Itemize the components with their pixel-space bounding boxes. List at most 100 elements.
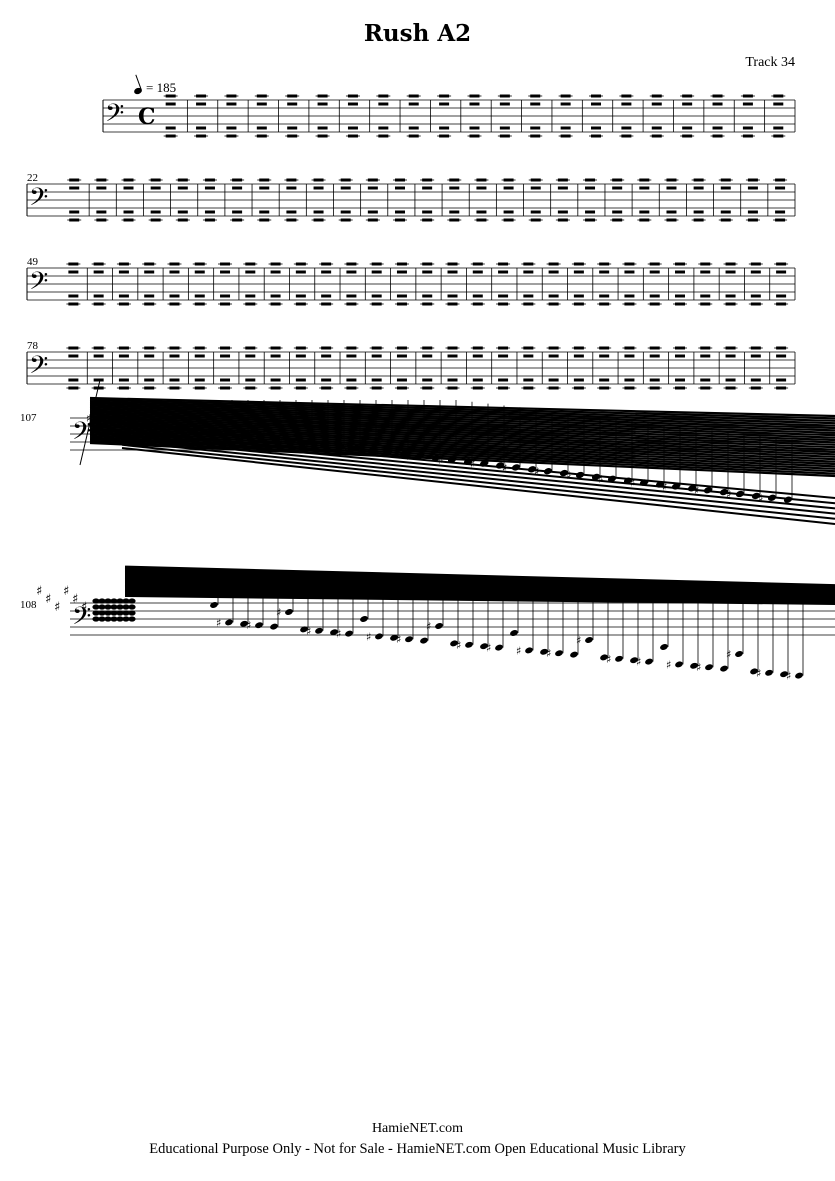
chord-mark	[165, 102, 176, 106]
chord-mark	[93, 294, 104, 298]
chord-note-head	[110, 604, 118, 610]
note-head	[95, 414, 105, 422]
measure-number-49: 49	[27, 256, 38, 268]
chord-mark	[245, 378, 256, 382]
chord-mark	[150, 210, 161, 214]
sharp-icon: ♯	[396, 633, 401, 646]
sharp-icon: ♯	[758, 492, 763, 505]
chord-mark	[776, 354, 787, 358]
chord-mark	[232, 210, 243, 214]
sharp-icon: ♯	[486, 642, 491, 655]
chord-mark	[245, 270, 256, 274]
chord-note-head	[116, 610, 124, 616]
sharp-icon: ♯	[81, 600, 87, 615]
chord-mark	[523, 270, 534, 274]
chord-mark	[295, 354, 306, 358]
note-beam	[89, 422, 835, 451]
chord-mark	[245, 294, 256, 298]
chord-mark	[523, 378, 534, 382]
chord-mark	[371, 378, 382, 382]
note-head	[735, 490, 745, 498]
chord-mark	[169, 354, 180, 358]
sharp-icon: ♯	[246, 619, 251, 632]
note-head	[303, 439, 313, 446]
chord-mark	[194, 354, 205, 358]
chord-mark	[449, 210, 460, 214]
chord-mark	[621, 102, 632, 106]
tie-slur	[517, 583, 579, 594]
chord-mark	[747, 210, 758, 214]
chord-mark	[422, 186, 433, 190]
chord-mark	[194, 294, 205, 298]
chord-mark	[204, 210, 215, 214]
chord-mark	[396, 294, 407, 298]
chord-mark	[321, 270, 332, 274]
tie-slur	[405, 583, 467, 594]
chord-mark	[548, 378, 559, 382]
sharp-icon: ♯	[278, 435, 283, 448]
chord-mark	[317, 102, 328, 106]
simple-staff-systems: 𝄢C𝄢𝄢𝄢	[26, 94, 796, 390]
chord-mark	[585, 210, 596, 214]
measure-number-22: 22	[27, 172, 38, 184]
sharp-icon: ♯	[306, 625, 311, 638]
sharp-icon: ♯	[662, 480, 667, 493]
chord-mark	[530, 210, 541, 214]
tempo-marking: = 185	[133, 80, 176, 96]
note-head	[225, 619, 233, 626]
bass-clef-icon: 𝄢	[29, 183, 48, 218]
chord-note-head	[104, 604, 112, 610]
note-head	[525, 647, 533, 654]
note-head	[240, 620, 248, 627]
chord-mark	[422, 294, 433, 298]
chord-mark	[123, 210, 134, 214]
chord-mark	[548, 270, 559, 274]
note-head	[351, 445, 361, 452]
chord-mark	[476, 186, 487, 190]
sharp-icon: ♯	[694, 484, 699, 497]
chord-mark	[773, 126, 784, 130]
note-head	[415, 452, 425, 460]
chord-mark	[346, 294, 357, 298]
chord-note-head	[122, 610, 130, 616]
chord-mark	[408, 102, 419, 106]
chord-mark	[93, 378, 104, 382]
chord-mark	[548, 354, 559, 358]
chord-mark	[621, 126, 632, 130]
chord-mark	[591, 126, 602, 130]
chord-mark	[651, 126, 662, 130]
sharp-icon: ♯	[63, 584, 69, 599]
note-head	[360, 616, 368, 622]
note-beam	[89, 402, 835, 425]
chord-note-head	[116, 604, 124, 610]
chord-mark	[725, 294, 736, 298]
tie-slur	[741, 583, 803, 594]
chord-mark	[394, 210, 405, 214]
chord-mark	[144, 354, 155, 358]
chord-mark	[287, 102, 298, 106]
bass-clef-icon: 𝄢	[105, 99, 124, 134]
chord-mark	[194, 270, 205, 274]
chord-note-head	[116, 616, 124, 622]
note-head	[127, 418, 137, 425]
bass-clef-icon: 𝄢	[72, 417, 91, 452]
note-beam	[89, 436, 835, 470]
note-head	[675, 661, 683, 668]
chord-mark	[69, 210, 80, 214]
note-head	[630, 657, 638, 664]
chord-mark	[469, 126, 480, 130]
chord-mark	[693, 210, 704, 214]
chord-mark	[447, 378, 458, 382]
chord-mark	[96, 186, 107, 190]
chord-mark	[259, 210, 270, 214]
sharp-icon: ♯	[366, 630, 371, 643]
sharp-icon: ♯	[546, 647, 551, 660]
tie-slur	[349, 583, 411, 594]
note-head	[159, 422, 169, 429]
staff-system-2: 𝄢	[26, 178, 796, 222]
chord-mark	[530, 186, 541, 190]
chord-mark	[169, 294, 180, 298]
chord-mark	[270, 378, 281, 382]
sharp-icon: ♯	[310, 439, 315, 452]
note-head	[720, 665, 728, 672]
